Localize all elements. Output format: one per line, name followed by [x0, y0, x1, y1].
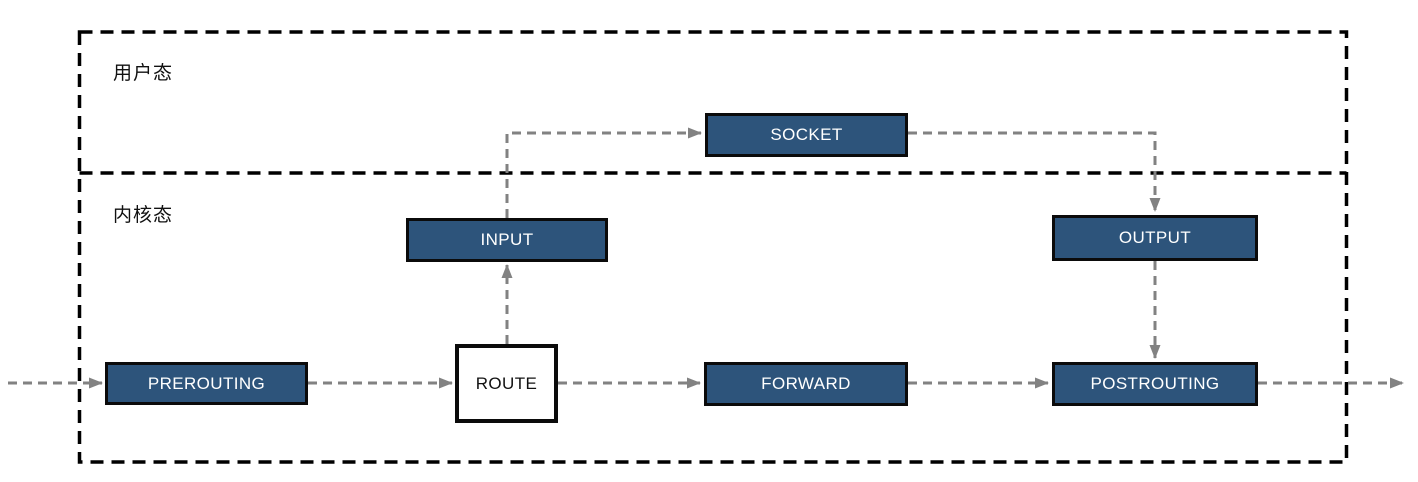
- edge-socket-output: [908, 131, 1161, 212]
- node-output: OUTPUT: [1052, 215, 1258, 261]
- node-socket: SOCKET: [705, 113, 908, 157]
- user-space-label: 用户态: [113, 63, 174, 84]
- kernel-space-label: 内核态: [113, 205, 174, 226]
- edge-input-socket: [505, 127, 702, 218]
- node-route: ROUTE: [455, 344, 558, 423]
- node-input: INPUT: [406, 218, 608, 262]
- outer-region-border: [77, 30, 1349, 464]
- node-forward: FORWARD: [704, 362, 908, 406]
- node-postrouting: POSTROUTING: [1052, 362, 1258, 406]
- node-prerouting: PREROUTING: [105, 362, 308, 405]
